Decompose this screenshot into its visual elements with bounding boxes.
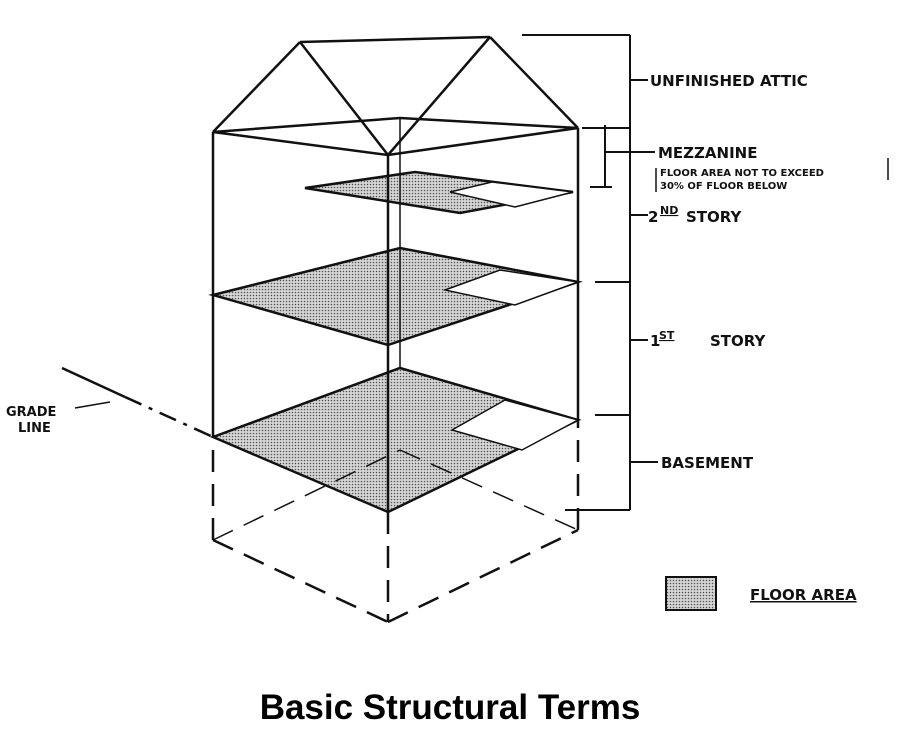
mezzanine-note-line1: FLOOR AREA NOT TO EXCEED — [660, 168, 824, 179]
label-first-story: STORY — [710, 332, 767, 350]
label-basement: BASEMENT — [661, 454, 754, 472]
diagram-title: Basic Structural Terms — [259, 688, 641, 727]
legend-floor-area: FLOOR AREA — [750, 586, 857, 604]
below-grade-outline — [211, 420, 580, 624]
mezzanine-note-line2: 30% OF FLOOR BELOW — [660, 181, 787, 192]
dimension-lines — [522, 34, 889, 511]
mezzanine-floor — [304, 170, 574, 215]
basement-floor — [209, 366, 582, 514]
label-second-story-number: 2 — [648, 208, 658, 226]
legend-swatch — [665, 576, 717, 611]
grade-line — [61, 366, 214, 439]
label-first-story-number: 1 — [650, 332, 660, 350]
label-unfinished-attic: UNFINISHED ATTIC — [650, 72, 808, 90]
label-first-story-suffix: ST — [659, 329, 675, 342]
label-mezzanine: MEZZANINE — [658, 144, 757, 162]
second-floor — [208, 246, 583, 347]
label-second-story: STORY — [686, 208, 743, 226]
label-line: LINE — [18, 421, 51, 436]
label-second-story-suffix: ND — [660, 204, 678, 217]
label-grade: GRADE — [6, 405, 56, 420]
